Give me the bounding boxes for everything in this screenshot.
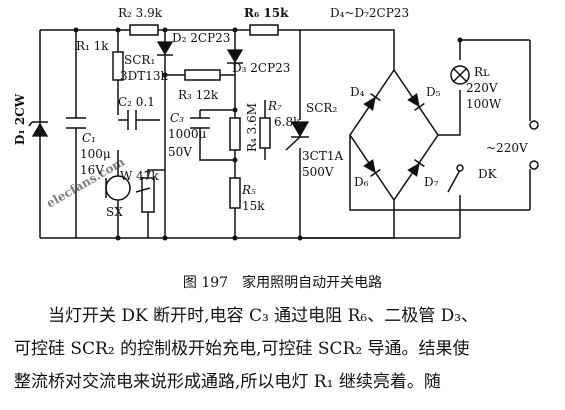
label-scr2: SCR₂	[306, 101, 337, 115]
label-d3: D₃ 2CP23	[232, 61, 290, 75]
switch-dk	[447, 169, 461, 238]
resistor-r4	[229, 117, 241, 151]
resistor-r7	[259, 117, 271, 149]
label-sx: SX	[106, 205, 123, 219]
label-c3: C₃	[170, 111, 184, 125]
label-scr1: SCR₁	[124, 53, 155, 67]
label-c1: C₁	[82, 131, 96, 145]
label-c2: C₂ 0.1	[118, 95, 155, 109]
label-rl-w: 100W	[466, 97, 502, 111]
label-dk: DK	[478, 167, 498, 181]
body-line: 当灯开关 DK 断开时,电容 C₃ 通过电阻 R₆、二极管 D₃、	[48, 306, 479, 326]
label-d1: D₁ 2CW	[13, 93, 27, 145]
diode-d2	[156, 41, 174, 56]
lamp-rl	[450, 65, 470, 85]
scr2	[285, 121, 310, 151]
bridge-rectifier	[349, 68, 439, 202]
resistor-r5	[229, 177, 241, 209]
label-r6: R₆ 15k	[244, 6, 289, 20]
body-text: 当灯开关 DK 断开时,电容 C₃ 通过电阻 R₆、二极管 D₃、 可控硅 SC…	[14, 300, 554, 399]
label-scr1-type: 3DT13k	[120, 69, 169, 83]
label-r4: R₄ 3.6M	[245, 103, 259, 152]
body-line: 整流桥对交流电来说形成通路,所以电灯 R₁ 继续亮着。随	[14, 372, 441, 392]
capacitor-c2	[127, 110, 137, 130]
label-r7: R₇	[267, 99, 282, 113]
body-line: 可控硅 SCR₂ 的控制极开始充电,可控硅 SCR₂ 导通。结果使	[14, 339, 470, 359]
label-d2: D₂ 2CP23	[172, 31, 230, 45]
label-scr2-type: 3CT1A	[302, 149, 343, 163]
label-ac: ~220V	[486, 141, 528, 155]
terminal-top	[529, 120, 539, 130]
label-rl-v: 220V	[466, 81, 498, 95]
zener-diode-d1	[28, 121, 49, 137]
label-r1: R₁ 1k	[76, 39, 109, 53]
potentiometer-w	[141, 177, 155, 213]
label-r5-val: 15k	[242, 199, 265, 213]
label-d6: D₆	[354, 175, 369, 189]
label-d5: D₅	[426, 85, 441, 99]
label-c1-val2: 16V	[80, 163, 104, 177]
label-scr2-volt: 500V	[302, 165, 334, 179]
label-r5: R₅	[241, 183, 256, 197]
resistor-r6	[249, 24, 279, 36]
microphone-sx	[105, 175, 131, 201]
label-d4: D₄	[350, 85, 365, 99]
capacitor-c3	[190, 117, 210, 129]
circuit-diagram: elecfans.com D₁ 2CW C₁ 100μ 16V R₁ 1k SC…	[13, 6, 539, 241]
resistor-r2	[129, 24, 159, 36]
label-d7: D₇	[424, 175, 439, 189]
resistor-r3	[184, 69, 221, 81]
resistor-r1	[112, 51, 124, 81]
diode-d3	[226, 49, 244, 64]
capacitor-c1	[66, 117, 86, 129]
label-r3: R₃ 12k	[178, 88, 219, 102]
terminal-bottom	[529, 160, 539, 170]
label-c1-val1: 100μ	[80, 147, 111, 161]
figure-caption: 图 197 家用照明自动开关电路	[182, 275, 383, 291]
label-c3-val1: 1000μ	[168, 127, 207, 141]
label-rl: Rʟ	[474, 65, 490, 79]
label-w: W 47k	[120, 169, 159, 183]
label-r2: R₂ 3.9k	[118, 6, 163, 20]
label-c3-val2: 50V	[168, 145, 192, 159]
label-d4d7: D₄~D₇2CP23	[330, 6, 409, 20]
